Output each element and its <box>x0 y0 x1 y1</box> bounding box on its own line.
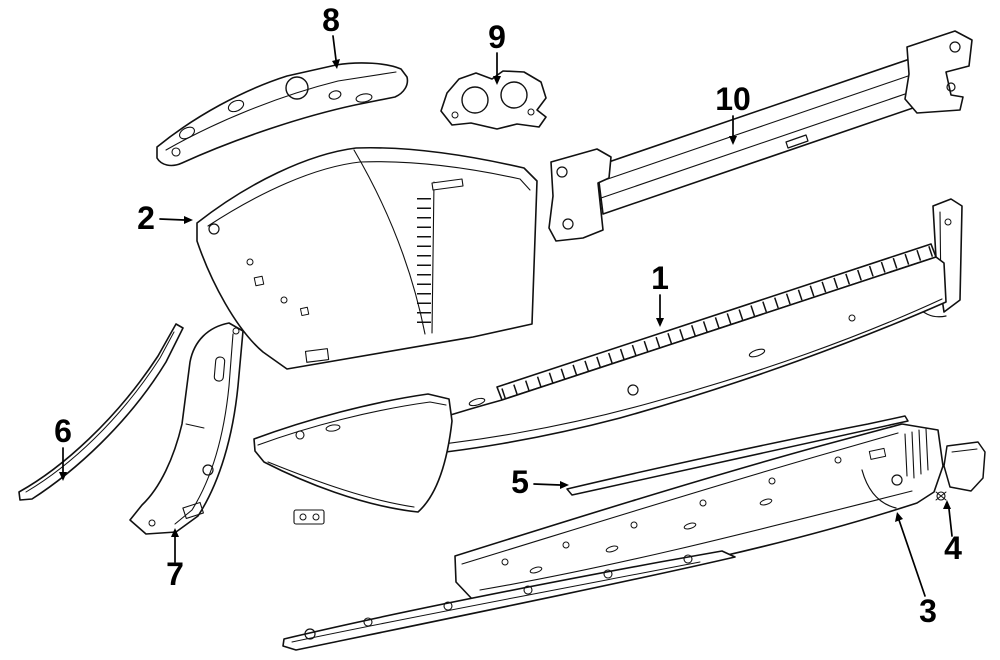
callout-9[interactable]: 9 <box>488 19 506 55</box>
screw-icon <box>935 491 947 501</box>
part-shape-6 <box>18 323 184 501</box>
callout-8[interactable]: 8 <box>322 2 340 38</box>
arrowhead-8 <box>332 59 340 69</box>
arrowhead-1 <box>656 318 664 327</box>
callout-2[interactable]: 2 <box>137 200 155 236</box>
part-shape-lower-strip <box>282 550 736 651</box>
part-shape-8 <box>156 62 409 167</box>
part-shape-5 <box>566 415 909 496</box>
callout-labels: 1 2 3 4 5 6 7 8 9 10 <box>54 2 962 629</box>
callout-10[interactable]: 10 <box>715 81 751 117</box>
part-shape-bumper-corner-cap <box>253 393 453 525</box>
part-shape-9 <box>440 70 547 130</box>
callout-7[interactable]: 7 <box>166 556 184 592</box>
arrowhead-7 <box>171 528 179 537</box>
callout-1[interactable]: 1 <box>651 260 669 296</box>
callout-5[interactable]: 5 <box>511 464 529 500</box>
part-shape-1 <box>385 198 963 458</box>
callout-6[interactable]: 6 <box>54 413 72 449</box>
callout-leaders <box>59 35 953 597</box>
part-shape-7 <box>129 322 244 535</box>
callout-4[interactable]: 4 <box>944 530 962 566</box>
part-shape-4 <box>935 441 986 501</box>
arrowhead-9 <box>493 76 501 85</box>
part-shape-2 <box>196 146 538 370</box>
arrowhead-3 <box>895 512 903 522</box>
arrowhead-2 <box>184 216 193 224</box>
arrowhead-10 <box>729 136 737 145</box>
arrowhead-6 <box>59 472 67 481</box>
arrowhead-4 <box>943 500 951 509</box>
callout-3[interactable]: 3 <box>919 593 937 629</box>
arrowhead-5 <box>560 481 569 489</box>
part-shape-3 <box>454 423 944 601</box>
part-shape-10 <box>548 30 973 242</box>
